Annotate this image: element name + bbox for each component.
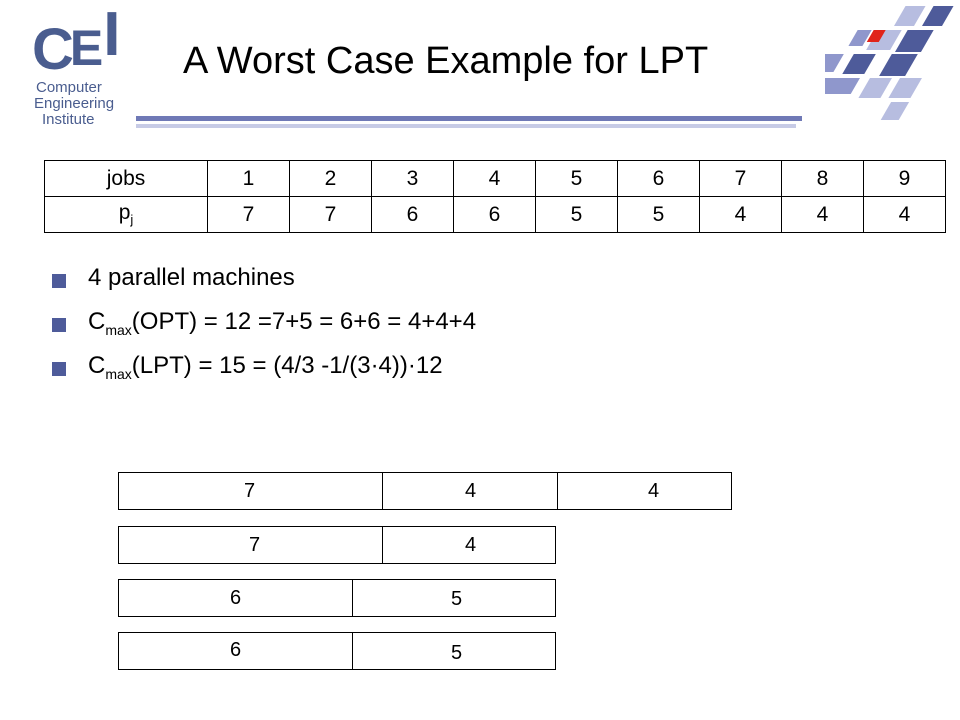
job-number: 1 — [207, 160, 290, 197]
job-time-label: 7 — [249, 534, 261, 556]
processing-time: 4 — [863, 196, 946, 233]
cmax-c: C — [88, 308, 106, 335]
schedule-job-box: 7 — [118, 472, 384, 510]
bullet-text: 4 parallel machines — [88, 264, 295, 291]
processing-time: 7 — [289, 196, 372, 233]
job-time-label: 4 — [465, 480, 477, 502]
mosaic-tile — [825, 78, 860, 94]
cmax-sub: max — [105, 365, 132, 382]
slide-title: A Worst Case Example for LPT — [183, 40, 709, 82]
processing-time: 6 — [371, 196, 454, 233]
jobs-table: jobs 1 2 3 4 5 6 7 8 9 pj 7 7 6 6 5 5 4 … — [44, 160, 946, 233]
job-number: 5 — [535, 160, 618, 197]
schedule-job-box: 5 — [352, 632, 556, 670]
job-time-label: 6 — [230, 587, 242, 609]
logo: CEI Computer Engineering Institute — [30, 4, 140, 130]
title-underline — [136, 116, 802, 121]
cmax-lpt-text: (LPT) = 15 = (4/3 -1/(3·4))·12 — [131, 352, 443, 379]
schedule-job-box: 6 — [118, 632, 354, 670]
pj-main: p — [118, 201, 131, 225]
logo-text: Computer Engineering Institute — [34, 79, 115, 128]
title-underline-light — [136, 124, 796, 128]
mosaic-tile — [921, 6, 954, 26]
processing-time: 4 — [781, 196, 864, 233]
processing-time: 5 — [535, 196, 618, 233]
decorative-mosaic — [825, 6, 954, 120]
cmax-sub: max — [105, 321, 132, 338]
schedule-job-box: 7 — [118, 526, 384, 564]
mosaic-red-tile — [866, 30, 886, 42]
jobs-row: jobs 1 2 3 4 5 6 7 8 9 — [44, 160, 946, 197]
mosaic-tile — [888, 78, 922, 98]
job-number: 9 — [863, 160, 946, 197]
job-time-label: 7 — [244, 480, 256, 502]
processing-time-row: pj 7 7 6 6 5 5 4 4 4 — [44, 196, 946, 233]
job-number: 7 — [699, 160, 782, 197]
logo-line-computer: Computer — [36, 79, 102, 96]
job-time-label: 5 — [451, 588, 463, 610]
logo-letter-c: C — [32, 17, 74, 82]
schedule-job-box: 4 — [382, 526, 556, 564]
mosaic-tile — [848, 30, 872, 46]
job-number: 3 — [371, 160, 454, 197]
processing-time: 4 — [699, 196, 782, 233]
bullet-text: Cmax(OPT) = 12 =7+5 = 6+6 = 4+4+4 — [88, 308, 476, 338]
processing-time: 6 — [453, 196, 536, 233]
processing-time: 5 — [617, 196, 700, 233]
logo-letters: CEI — [32, 4, 121, 82]
job-time-label: 5 — [451, 642, 463, 664]
mosaic-tile — [880, 102, 910, 120]
job-number: 8 — [781, 160, 864, 197]
cmax-c: C — [88, 352, 106, 379]
bullet-square-icon — [52, 362, 66, 376]
job-number: 4 — [453, 160, 536, 197]
logo-letter-e: E — [69, 20, 103, 76]
bullet-square-icon — [52, 318, 66, 332]
job-number: 2 — [289, 160, 372, 197]
mosaic-tile — [858, 78, 892, 98]
mosaic-tile — [879, 54, 918, 76]
job-time-label: 4 — [648, 480, 660, 502]
job-time-label: 6 — [230, 639, 242, 661]
jobs-header: jobs — [44, 160, 208, 197]
schedule-job-box: 5 — [352, 579, 556, 617]
schedule-job-box: 4 — [557, 472, 732, 510]
logo-letter-i: I — [103, 0, 120, 69]
mosaic-tile — [893, 6, 926, 26]
job-number: 6 — [617, 160, 700, 197]
pj-sub: j — [130, 212, 134, 228]
logo-line-institute: Institute — [42, 111, 95, 128]
pj-header: pj — [44, 196, 208, 233]
bullet-text: Cmax(LPT) = 15 = (4/3 -1/(3·4))·12 — [88, 352, 443, 382]
job-time-label: 4 — [465, 534, 477, 556]
schedule-job-box: 4 — [382, 472, 559, 510]
bullet-square-icon — [52, 274, 66, 288]
mosaic-tile — [842, 54, 876, 74]
processing-time: 7 — [207, 196, 290, 233]
mosaic-tile — [894, 30, 934, 52]
schedule-job-box: 6 — [118, 579, 354, 617]
cmax-opt-text: (OPT) = 12 =7+5 = 6+6 = 4+4+4 — [131, 308, 477, 335]
logo-line-engineering: Engineering — [34, 95, 115, 112]
mosaic-tile — [825, 54, 844, 72]
